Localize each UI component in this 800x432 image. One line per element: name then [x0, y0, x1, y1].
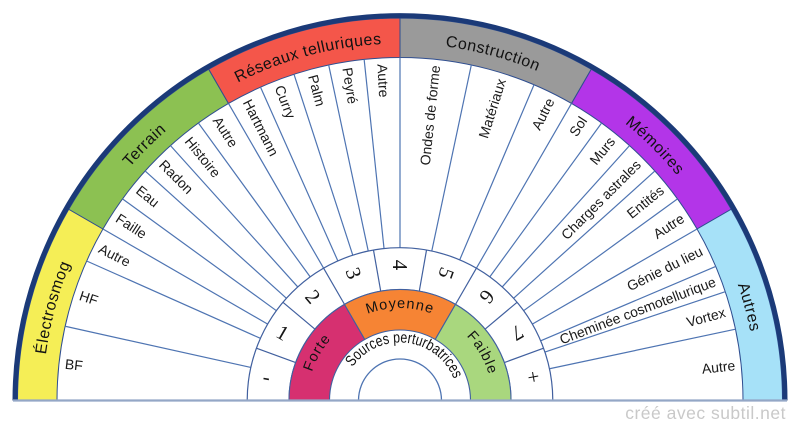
sector-label-reseaux-telluriques-peyre: Peyré: [339, 66, 361, 105]
sector-dividers: [65, 57, 736, 370]
sector-divider: [170, 145, 299, 288]
sector-divider: [328, 64, 369, 252]
scale-divider: [418, 249, 428, 292]
scale-label-6: 6: [475, 285, 500, 308]
sector-label-terrain-eau: Eau: [133, 182, 162, 210]
sector-divider: [532, 228, 698, 325]
sector-divider: [544, 291, 726, 353]
sector-label-terrain-radon: Radon: [156, 157, 196, 197]
scale-label-minus: -: [261, 365, 272, 390]
category-ring: [16, 17, 784, 401]
sector-label-electrosmog-hf: HF: [77, 287, 100, 308]
sector-divider: [227, 103, 325, 269]
scale-divider: [372, 249, 382, 292]
scale-label-3: 3: [341, 264, 367, 282]
sector-divider: [501, 145, 630, 288]
sector-divider: [65, 325, 251, 369]
sector-divider: [86, 260, 261, 339]
sector-divider: [513, 170, 656, 299]
sector-divider: [293, 74, 354, 256]
sector-label-construction-materiaux: Matériaux: [475, 77, 509, 140]
scale-divider: [323, 267, 346, 305]
sector-divider: [549, 328, 736, 370]
scale-label-7: 7: [507, 320, 528, 346]
sector-label-autres-autre: Autre: [701, 357, 736, 376]
sector-label-reseaux-telluriques-palm: Palm: [305, 73, 329, 108]
sector-label-electrosmog-autre: Autre: [96, 240, 133, 270]
sector-label-memoires-entites: Entités: [624, 182, 667, 221]
sector-divider: [475, 103, 573, 269]
sector-label-reseaux-telluriques-curry: Curry: [272, 83, 299, 121]
scale-label-1: 1: [272, 320, 293, 346]
sector-label-construction-autre: Autre: [528, 95, 557, 132]
scale-label-plus: +: [526, 364, 542, 390]
center-hub: [357, 358, 443, 402]
sector-label-autres-vortex: Vortex: [685, 304, 728, 330]
sector-label-electrosmog-bf: BF: [64, 356, 84, 374]
scale-divider: [504, 347, 544, 364]
sector-divider: [431, 64, 472, 252]
sector-divider: [259, 86, 339, 262]
dial-outer-border: [12, 13, 788, 401]
sector-divider: [489, 122, 603, 278]
sector-label-construction-ondes-de-forme: Ondes de forme: [417, 64, 443, 166]
sector-divider: [102, 228, 268, 325]
sector-divider: [363, 59, 385, 249]
sector-divider: [144, 170, 287, 299]
scale-label-4: 4: [388, 260, 412, 271]
scale-divider: [282, 301, 316, 330]
scale-divider: [454, 267, 477, 305]
sector-divider: [122, 198, 277, 312]
scale-label-5: 5: [433, 264, 459, 282]
sector-label-memoires-charges-astrales: Charges astrales: [558, 157, 644, 243]
scale-outer-arc: [246, 247, 554, 401]
sector-divider: [523, 198, 678, 312]
sector-divider: [540, 265, 716, 342]
watermark-text: créé avec subtil.net: [625, 403, 786, 423]
sector-label-terrain-histoire: Histoire: [182, 134, 224, 181]
scale-divider: [484, 301, 518, 330]
sector-divider: [459, 84, 535, 261]
sector-divider: [197, 122, 311, 278]
scale-divider: [256, 347, 296, 364]
strength-ring: [288, 288, 512, 402]
sector-label-reseaux-telluriques-autre: Autre: [374, 64, 392, 98]
sector-label-memoires-sol: Sol: [566, 114, 590, 140]
sector-label-reseaux-telluriques-hartmann: Hartmann: [240, 97, 282, 159]
scale-label-2: 2: [300, 285, 325, 308]
strength-label-moyenne: Moyenne: [364, 296, 436, 318]
